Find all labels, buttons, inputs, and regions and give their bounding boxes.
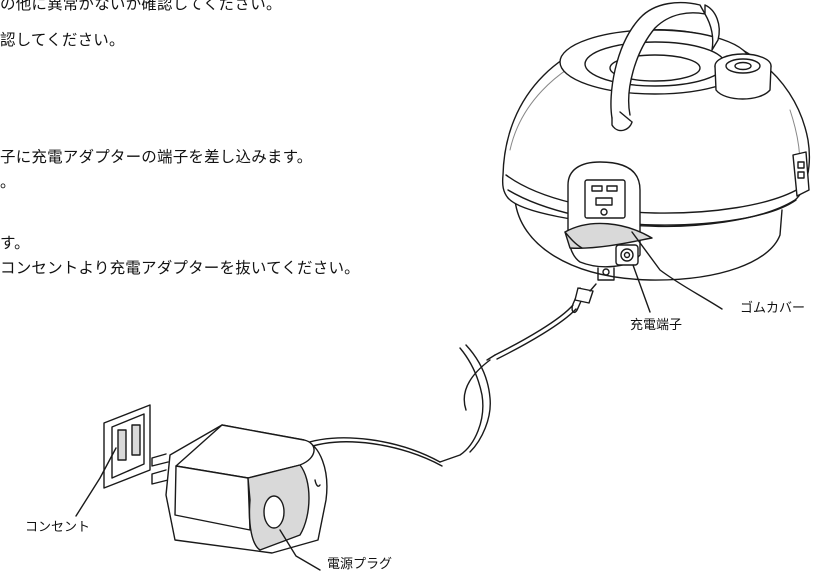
rubber-cover-leader [631, 231, 723, 310]
wall-outlet [103, 404, 151, 489]
power-plug-leader [279, 529, 321, 571]
charging-adapter [151, 424, 328, 554]
instruction-line-5: す。 [0, 234, 30, 252]
instruction-line-3: 子に充電アダプターの端子を差し込みます。 [0, 148, 313, 166]
outlet-leader [75, 447, 117, 517]
rubber-cover-label: ゴムカバー [740, 301, 806, 316]
charging-terminal-leader [632, 264, 651, 313]
outlet-label: コンセント [25, 520, 91, 535]
device-illustration [501, 1, 811, 281]
instruction-line-1: の他に異常がないか確認してください。 [0, 0, 282, 13]
instruction-line-2: 認してください。 [0, 31, 125, 49]
power-plug-label: 電源プラグ [327, 557, 393, 572]
charging-cable [299, 283, 597, 467]
charging-terminal-label: 充電端子 [630, 318, 683, 333]
instruction-line-6: コンセントより充電アダプターを抜いてください。 [0, 259, 360, 277]
instruction-line-4: 。 [0, 173, 16, 191]
